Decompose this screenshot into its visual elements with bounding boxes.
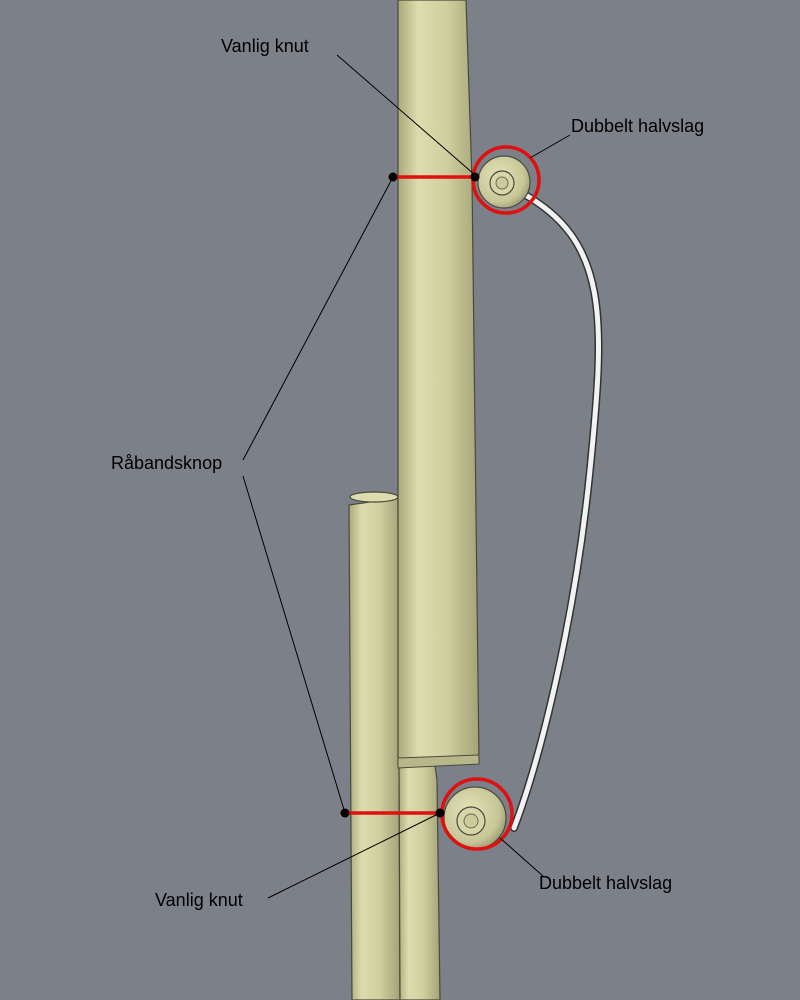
leader-bottom-knot [267,812,441,899]
leader-top-knot [336,54,476,176]
label-reef-knot: Råbandsknop [111,453,223,473]
leader-reef-upper [242,176,394,461]
leader-bottom-hitch [499,837,544,877]
label-bottom-hitch: Dubbelt halvslag [539,873,673,893]
dot-top-knot [470,172,480,182]
leader-top-hitch [529,134,571,159]
dot-top-reef [388,172,398,182]
leader-lines [242,54,571,899]
cable [510,188,603,832]
label-bottom-knot: Vanlig knut [155,890,243,910]
top-hitch-knob [477,155,531,209]
label-top-knot: Vanlig knut [221,36,309,56]
dot-bottom-reef [340,808,350,818]
dot-bottom-knot [435,808,445,818]
upper-spar [397,0,480,769]
label-top-hitch: Dubbelt halvslag [571,116,705,136]
knot-dots [340,172,480,818]
leader-reef-lower [242,475,346,814]
